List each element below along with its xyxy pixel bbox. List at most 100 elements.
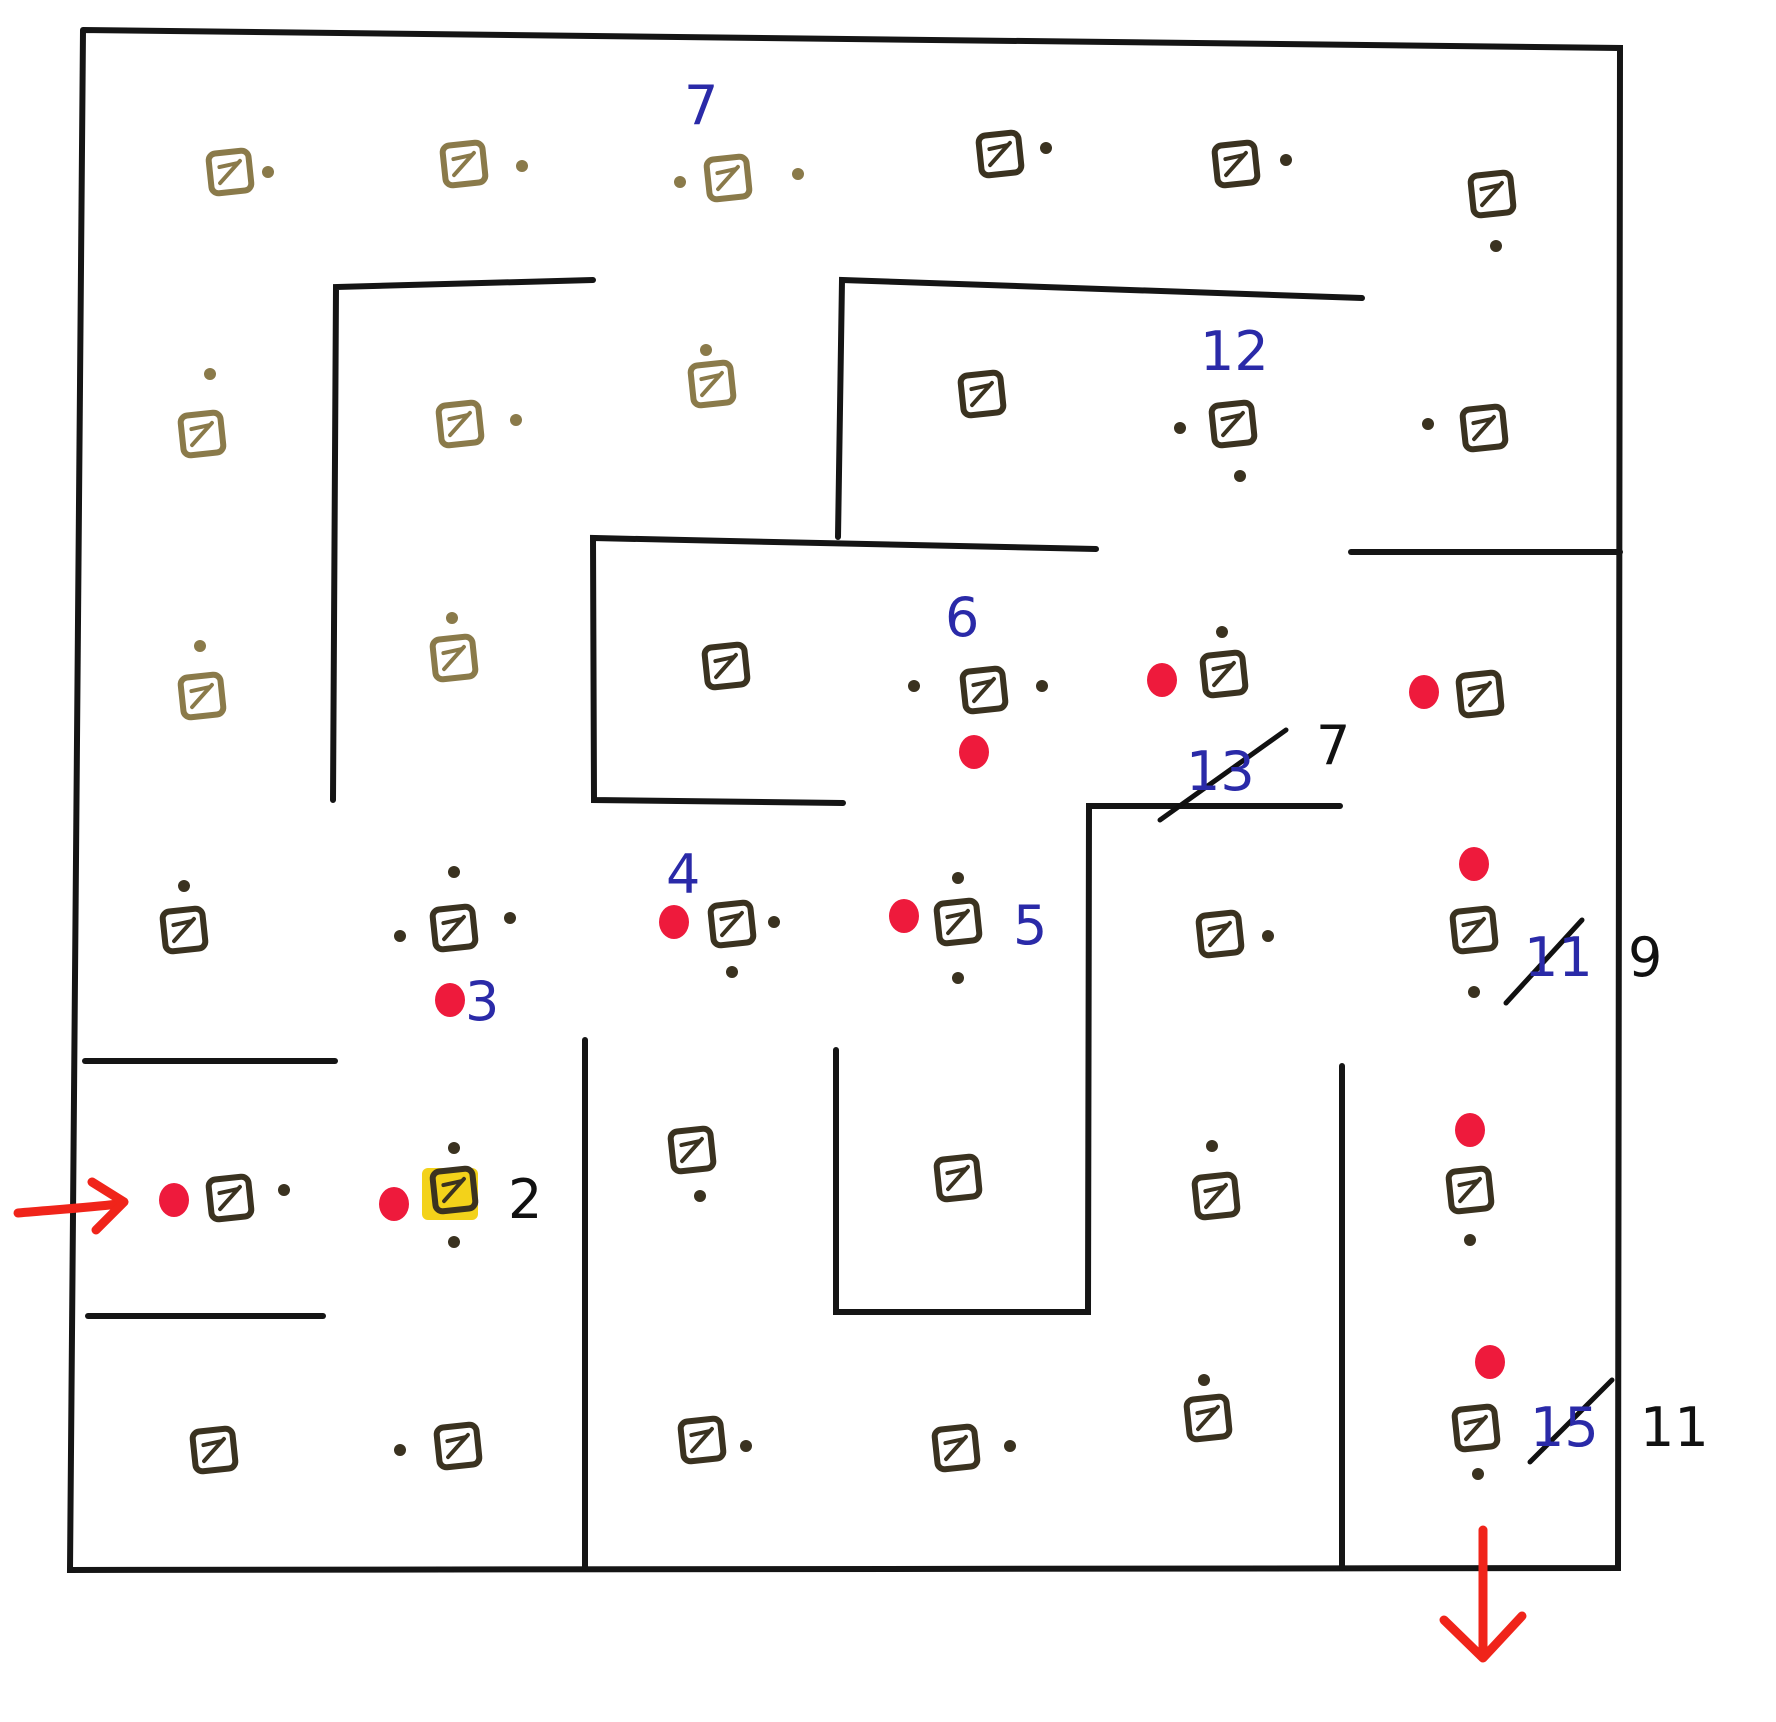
pencil-dot: [674, 176, 686, 188]
cell-box-outline: [433, 1421, 483, 1471]
cell-box-stroke: [945, 1167, 968, 1176]
step-number-struck: 13: [1186, 740, 1255, 803]
step-number: 5: [1013, 894, 1047, 957]
cell-box-icon: [189, 1425, 239, 1475]
step-number-struck: 15: [1530, 1396, 1599, 1459]
cell-box-outline: [667, 1125, 717, 1175]
cell-box-icon: [1208, 399, 1258, 449]
cell-box-icon: [1467, 169, 1517, 219]
cell-box-icon: [957, 369, 1007, 419]
cell-box-outline: [703, 153, 753, 203]
cell-box-outline: [189, 1425, 239, 1475]
wall-segment: [589, 534, 1099, 806]
pencil-dot: [446, 612, 458, 624]
cell-box-outline: [1208, 399, 1258, 449]
pencil-dot: [510, 414, 522, 426]
cell-box-stroke: [715, 167, 738, 176]
cell-box-outline: [707, 899, 757, 949]
pencil-dot: [1206, 1140, 1218, 1152]
cell-box-stroke: [1467, 683, 1490, 692]
cell-box-stroke: [451, 153, 474, 162]
cell-box-stroke: [1479, 183, 1502, 192]
pencil-dot: [1234, 470, 1246, 482]
cell-box-stroke: [441, 917, 464, 926]
step-number: 7: [684, 74, 718, 137]
pencil-dot: [694, 1190, 706, 1202]
cell-box-outline: [1211, 139, 1261, 189]
cell-box-stroke: [1203, 1185, 1226, 1194]
pencil-dot: [448, 1142, 460, 1154]
cell-box-icon: [433, 1421, 483, 1471]
pencil-dot: [1422, 418, 1434, 430]
strike-line: [1157, 727, 1289, 823]
strike-line: [1527, 1377, 1615, 1465]
cell-box-outline: [1183, 1393, 1233, 1443]
cell-box-icon: [677, 1415, 727, 1465]
red-markers-layer: [159, 663, 1505, 1379]
red-dot-icon: [1409, 675, 1439, 709]
cell-box-icon: [177, 671, 227, 721]
cell-box-icon: [931, 1423, 981, 1473]
cell-box-icon: [1449, 905, 1499, 955]
cell-box-stroke: [1463, 1417, 1486, 1426]
pencil-dot: [394, 1444, 406, 1456]
cell-box-icon: [1195, 909, 1245, 959]
pencil-dot: [1004, 1440, 1016, 1452]
cell-box-outline: [1449, 905, 1499, 955]
step-number: 7: [1316, 714, 1350, 777]
cell-box-stroke: [445, 1435, 468, 1444]
cell-box-stroke: [699, 373, 722, 382]
cell-box-stroke: [1211, 663, 1234, 672]
pencil-dot: [516, 160, 528, 172]
cell-box-outline: [1459, 403, 1509, 453]
wall-segment: [833, 803, 1343, 1315]
cell-box-stroke: [171, 919, 194, 928]
cell-box-icon: [429, 1165, 479, 1215]
red-dot-icon: [959, 735, 989, 769]
pencil-dot: [740, 1440, 752, 1452]
red-dot-icon: [435, 983, 465, 1017]
cell-box-stroke: [1223, 153, 1246, 162]
cell-box-stroke: [1207, 923, 1230, 932]
strike-line: [1503, 917, 1585, 1006]
pencil-dot: [726, 966, 738, 978]
pencil-dot: [768, 916, 780, 928]
pencil-dot: [908, 680, 920, 692]
cell-box-stroke: [719, 913, 742, 922]
cell-box-icon: [1455, 669, 1505, 719]
pencil-dot: [1280, 154, 1292, 166]
cell-box-stroke: [189, 423, 212, 432]
entry-arrow-icon: [13, 1177, 129, 1235]
pencil-dot: [394, 930, 406, 942]
cell-box-icon: [703, 153, 753, 203]
cell-box-stroke: [713, 655, 736, 664]
cell-box-outline: [1191, 1171, 1241, 1221]
cell-box-icon: [159, 905, 209, 955]
cell-box-icon: [1451, 1403, 1501, 1453]
step-number: 11: [1640, 1396, 1709, 1459]
maze-walls: [66, 27, 1624, 1574]
cell-box-stroke: [943, 1437, 966, 1446]
cell-box-stroke: [441, 1179, 464, 1188]
cell-box-stroke: [1461, 919, 1484, 928]
cell-box-icon: [707, 899, 757, 949]
cell-box-icon: [667, 1125, 717, 1175]
cell-box-stroke: [971, 679, 994, 688]
wall-segment: [835, 276, 1365, 540]
cell-box-outline: [1199, 649, 1249, 699]
pencil-dot: [700, 344, 712, 356]
cell-box-icon: [429, 633, 479, 683]
red-dot-icon: [889, 899, 919, 933]
pencil-dot: [952, 872, 964, 884]
cell-box-outline: [931, 1423, 981, 1473]
cell-box-outline: [177, 671, 227, 721]
cell-box-stroke: [689, 1429, 712, 1438]
step-number: 9: [1628, 926, 1662, 989]
cell-box-icon: [959, 665, 1009, 715]
cell-box-outline: [429, 633, 479, 683]
step-number: 4: [666, 843, 700, 906]
cell-box-stroke: [189, 685, 212, 694]
cell-box-outline: [159, 905, 209, 955]
cell-box-icon: [439, 139, 489, 189]
